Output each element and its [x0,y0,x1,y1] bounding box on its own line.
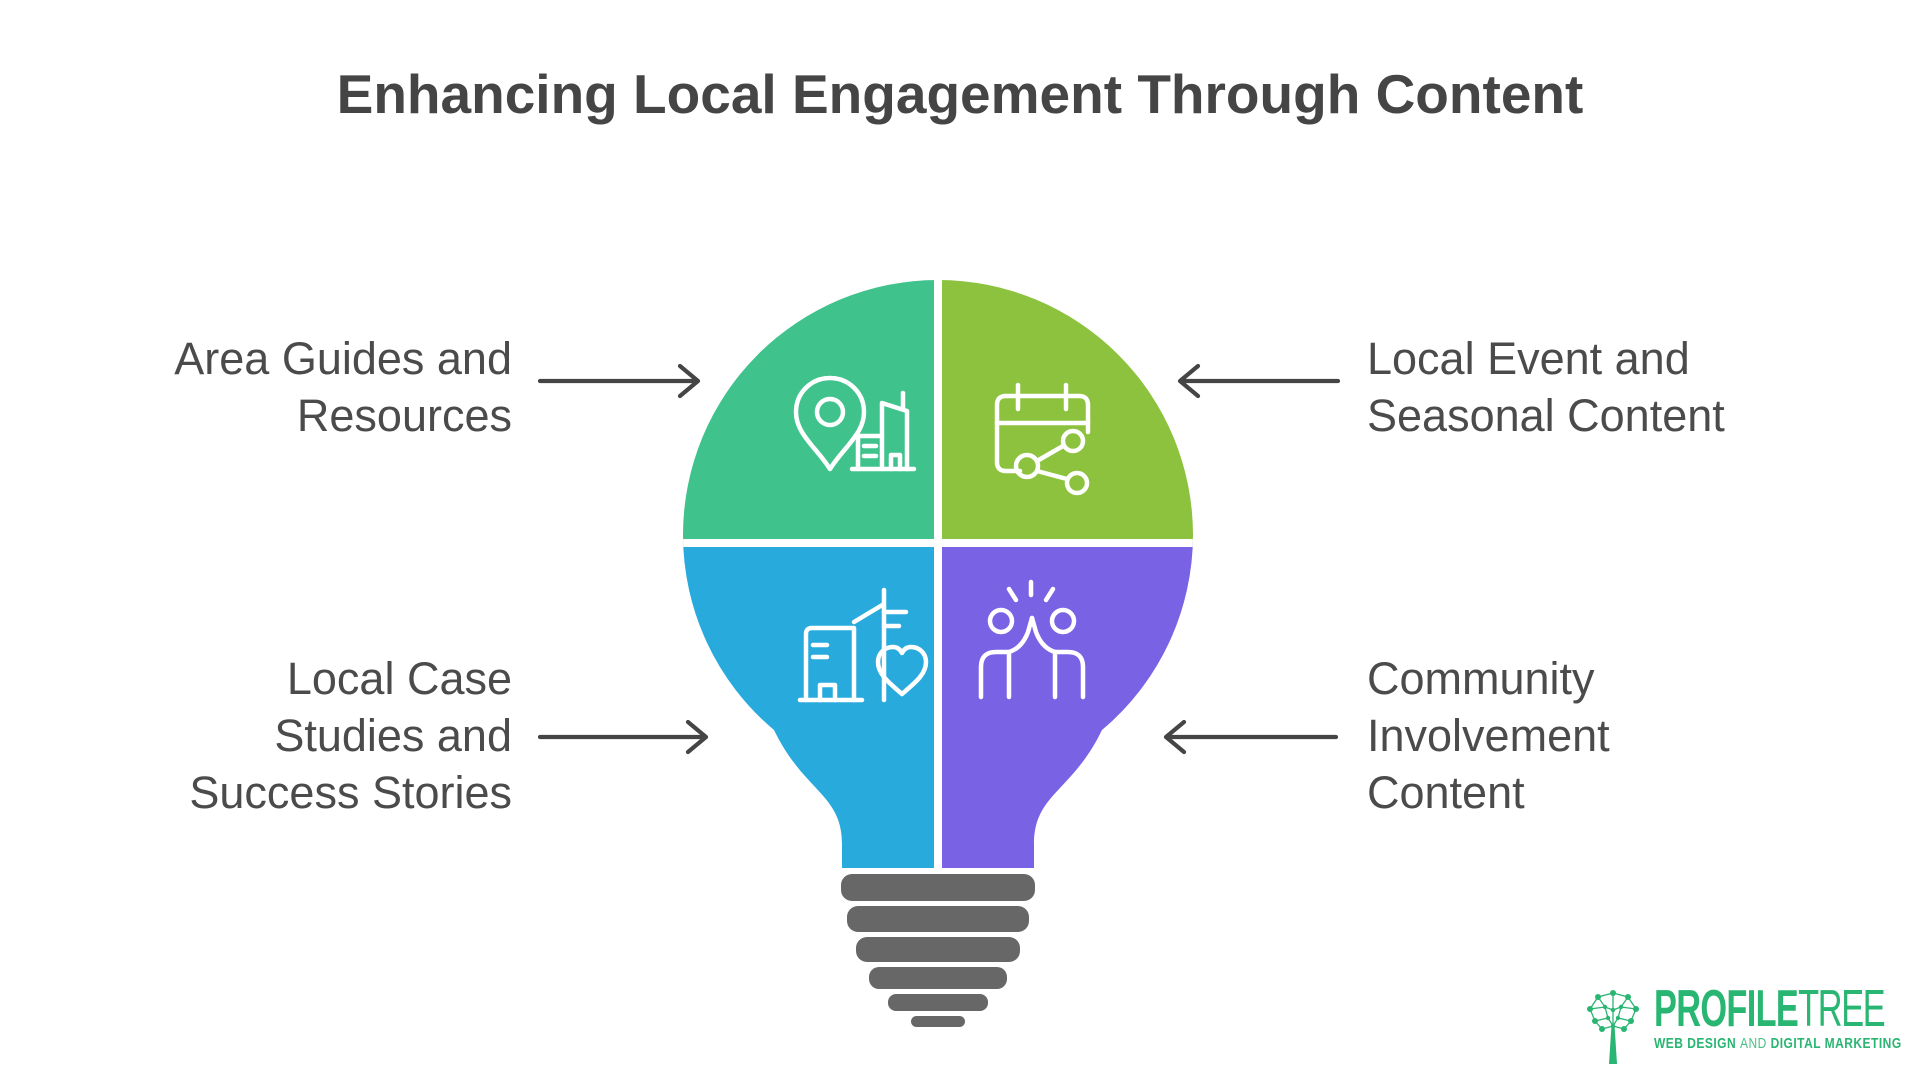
arrow-right-icon [536,360,708,402]
logo-brand-secondary: TREE [1798,980,1886,1038]
label-line: Studies and [274,710,512,761]
label-area-guides: Area Guides and Resources [174,330,512,444]
calendar-share-icon [994,382,1091,496]
label-local-event: Local Event and Seasonal Content [1367,330,1725,444]
high-five-icon [978,579,1086,700]
label-line: Involvement [1367,710,1610,761]
logo-wordmark: PROFILETREE [1654,983,1886,1035]
arrow-left-icon [1170,360,1342,402]
lightbulb-diagram [600,230,1280,1045]
logo-tagline-part: WEB DESIGN [1654,1035,1737,1052]
quadrant-local-event [938,280,1193,543]
label-community: Community Involvement Content [1367,650,1610,821]
logo-tagline-part: DIGITAL MARKETING [1770,1035,1902,1052]
page-title: Enhancing Local Engagement Through Conte… [336,63,1584,125]
arrow-right-icon [536,716,716,758]
label-line: Content [1367,767,1525,818]
building-heart-icon [797,587,929,703]
divider-horizontal [683,539,1193,547]
label-line: Seasonal Content [1367,390,1725,441]
network-tree-icon [1587,990,1639,1064]
quadrant-community [938,543,1193,868]
profiletree-logo: PROFILETREE WEB DESIGN AND DIGITAL MARKE… [1582,983,1920,1064]
label-case-studies: Local Case Studies and Success Stories [189,650,512,821]
quadrant-area-guides [683,280,938,543]
label-line: Local Case [286,653,512,704]
label-line: Success Stories [189,767,512,818]
logo-tagline-part: AND [1739,1035,1767,1052]
label-line: Area Guides and [174,333,512,384]
divider-vertical [934,280,942,868]
logo-tagline: WEB DESIGN AND DIGITAL MARKETING [1654,1035,1920,1052]
label-line: Resources [296,390,512,441]
quadrant-case-studies [683,543,938,868]
label-line: Community [1367,653,1595,704]
arrow-left-icon [1158,716,1340,758]
map-pin-building-icon [793,375,917,472]
bulb-base [841,874,1035,1027]
logo-brand-primary: PROFILE [1654,980,1799,1038]
label-line: Local Event and [1367,333,1690,384]
